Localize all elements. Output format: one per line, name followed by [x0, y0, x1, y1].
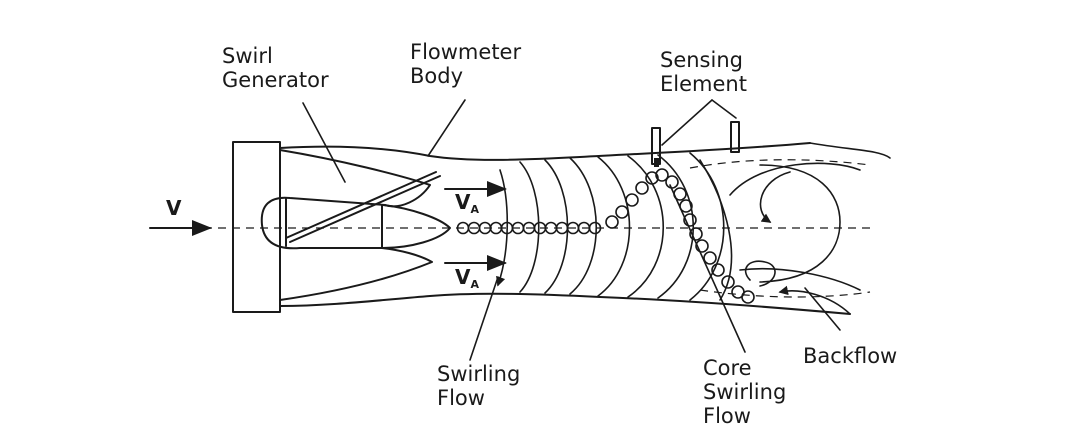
- label-axial-velocity-bottom: VA: [455, 265, 479, 291]
- core-swirl-loop: [635, 181, 649, 195]
- core-swirl-loop: [721, 275, 735, 289]
- core-swirl-loop: [588, 221, 602, 235]
- label-core-swirling-flow: Core Swirling Flow: [703, 356, 787, 428]
- leader-lines: [302, 99, 841, 361]
- label-inlet-velocity: V: [166, 196, 182, 220]
- core-swirl-loop: [655, 168, 669, 182]
- core-swirl-loop: [741, 290, 755, 304]
- inlet-flange: [232, 141, 281, 313]
- core-swirl-loop: [625, 193, 639, 207]
- core-swirl-loop: [605, 215, 619, 229]
- backflow-loops: [689, 142, 891, 315]
- core-swirl-loop: [683, 213, 697, 227]
- core-swirl-loop: [615, 205, 629, 219]
- label-sensing-element: Sensing Element: [660, 48, 747, 96]
- body-bottom-wall: [279, 292, 851, 315]
- core-swirl-loop: [711, 263, 725, 277]
- body-top-wall: [279, 142, 811, 161]
- sensing-element-probes: [651, 121, 740, 167]
- core-swirl-loop: [665, 175, 679, 189]
- core-swirl-loop: [695, 239, 709, 253]
- core-swirl-loop: [703, 251, 717, 265]
- label-backflow: Backflow: [803, 344, 898, 368]
- swirl-generator: [260, 149, 451, 301]
- label-flowmeter-body: Flowmeter Body: [410, 40, 522, 88]
- core-swirl-loop: [689, 227, 703, 241]
- label-axial-velocity-top: VA: [455, 190, 479, 216]
- swirling-flow-arcs: [496, 152, 733, 301]
- label-swirl-generator: Swirl Generator: [222, 44, 329, 92]
- label-swirling-flow: Swirling Flow: [437, 362, 521, 410]
